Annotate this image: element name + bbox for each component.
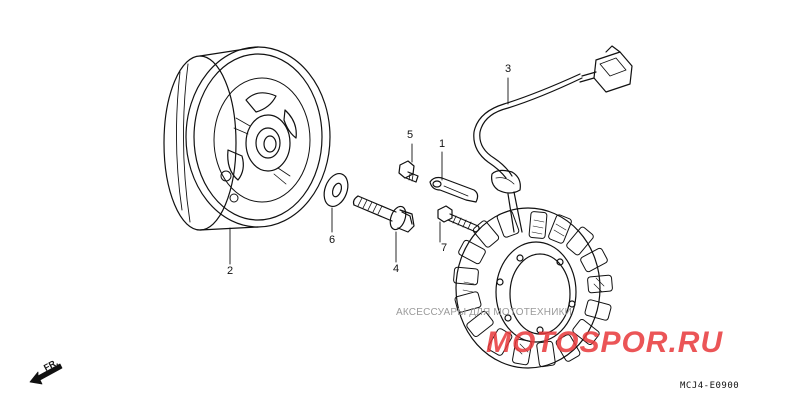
- callout-7: 7: [440, 242, 448, 254]
- diagram-code: MCJ4-E0900: [680, 381, 740, 391]
- stator-with-cable: [453, 45, 633, 369]
- fr-arrow-icon: [29, 363, 63, 385]
- flange-bolt: [352, 195, 415, 233]
- small-bolt: [398, 160, 419, 183]
- flywheel-rotor: [163, 46, 331, 231]
- callout-5: 5: [406, 129, 414, 141]
- callout-2: 2: [226, 265, 234, 277]
- watermark-logo-text: MOTOSPOR.RU: [486, 326, 723, 359]
- washer: [323, 172, 349, 208]
- callout-6: 6: [328, 234, 336, 246]
- watermark-logo: MOTOSPOR.RU: [486, 326, 723, 359]
- bolt: [437, 205, 480, 233]
- leader-lines: [229, 77, 509, 265]
- callout-3: 3: [504, 63, 512, 75]
- watermark-text: АКСЕССУАРЫ ДЛЯ МОТОТЕХНИКИ: [396, 307, 572, 318]
- callout-4: 4: [392, 263, 400, 275]
- callout-1: 1: [438, 138, 446, 150]
- clamp: [429, 176, 479, 203]
